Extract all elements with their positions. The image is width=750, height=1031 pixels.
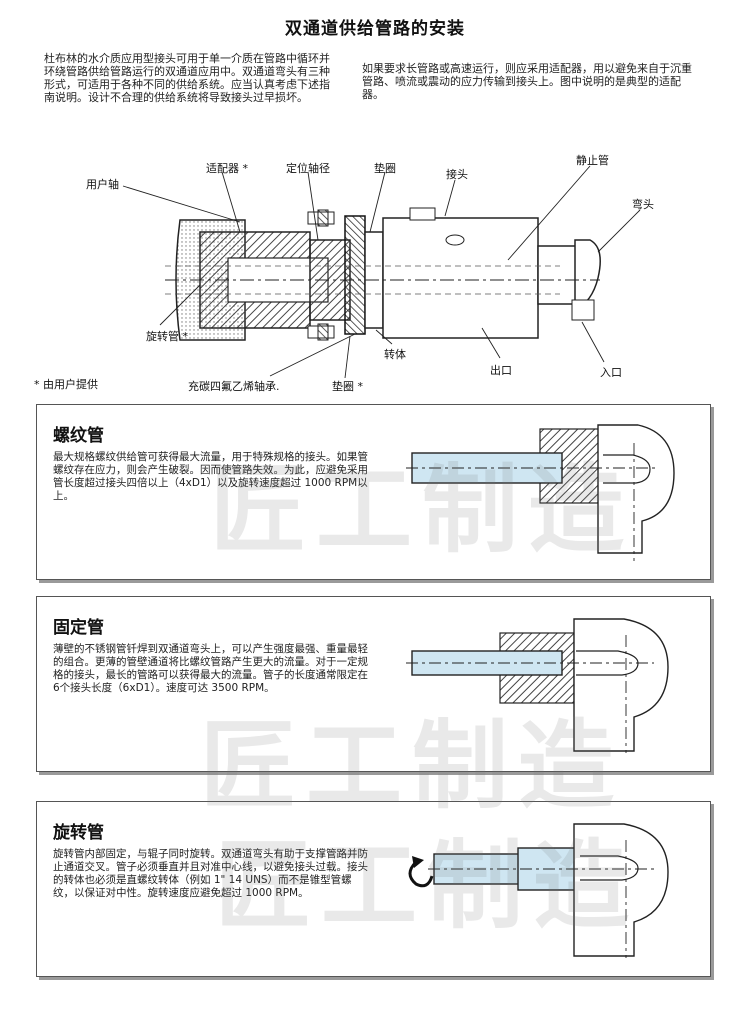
label-static-pipe: 静止管 [576,154,609,167]
panel-description: 薄壁的不锈钢管钎焊到双通道弯头上，可以产生强度最强、重量最轻的组合。更薄的管壁通… [53,643,368,694]
label-inlet: 入口 [600,366,622,379]
label-user-supplied: * 由用户提供 [34,378,98,391]
panel-title: 旋转管 [53,823,104,843]
label-adapter: 适配器 * [206,162,248,175]
panel-description: 旋转管内部固定，与辊子同时旋转。双通道弯头有助于支撑管路并防止通道交叉。管子必须… [53,848,368,899]
rotating-pipe-figure [408,823,669,958]
label-gasket-bottom: 垫圈 * [332,380,363,393]
page-title: 双通道供给管路的安装 [285,19,465,39]
bearing-part [344,215,366,335]
label-outlet: 出口 [490,364,512,377]
label-joint: 接头 [446,168,468,181]
panel-title: 螺纹管 [53,426,104,446]
label-swivel-body: 转体 [384,348,406,361]
panel-title: 固定管 [53,618,104,638]
label-positioning-shaft: 定位轴径 [286,162,330,175]
label-elbow: 弯头 [632,198,654,211]
intro-paragraph-right: 如果要求长管路或高速运行，则应采用适配器，用以避免来自于沉重管路、喷流或震动的应… [362,62,692,101]
threaded-pipe-figure [406,424,675,561]
panel-threaded-pipe: 螺纹管 最大规格螺纹供给管可获得最大流量，用于特殊规格的接头。如果管螺纹存在应力… [36,404,711,580]
fixed-pipe-figure [406,618,669,753]
intro-paragraph-left: 杜布林的水介质应用型接头可用于单一介质在管路中循环并环绕管路供给管路运行的双通道… [44,52,330,104]
label-rotating-pipe: 旋转管 * [146,330,188,343]
static-pipe [537,245,581,305]
label-gasket-top: 垫圈 [374,162,396,175]
panel-rotating-pipe: 旋转管 旋转管内部固定，与辊子同时旋转。双通道弯头有助于支撑管路并防止通道交叉。… [36,801,711,977]
rotation-arrow-icon [408,860,434,888]
assembly-diagram [122,165,641,379]
label-user-shaft: 用户轴 [86,178,119,191]
panel-description: 最大规格螺纹供给管可获得最大流量，用于特殊规格的接头。如果管螺纹存在应力，则会产… [53,451,368,502]
label-ptfe-bearing: 充碳四氟乙烯轴承. [188,380,280,393]
panel-fixed-pipe: 固定管 薄壁的不锈钢管钎焊到双通道弯头上，可以产生强度最强、重量最轻的组合。更薄… [36,596,711,772]
